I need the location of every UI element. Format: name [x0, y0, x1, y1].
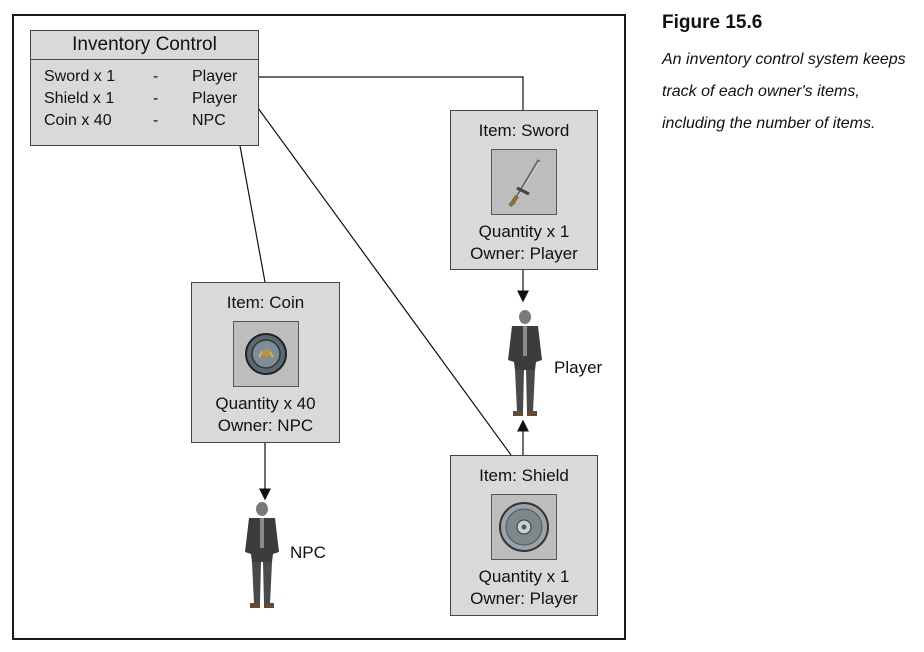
- inventory-item: Shield x 1: [44, 90, 115, 107]
- inventory-dash: -: [153, 90, 159, 107]
- inventory-row-shield: Shield x 1 - Player: [31, 88, 258, 110]
- inventory-item: Coin x 40: [44, 112, 112, 129]
- item-title: Item: Sword: [478, 121, 570, 140]
- player-figure-icon: [508, 310, 542, 416]
- item-quantity: Quantity x 1: [478, 567, 570, 586]
- inventory-item: Sword x 1: [44, 68, 116, 85]
- npc-label: NPC: [290, 543, 326, 562]
- figure-description: An inventory control system keeps track …: [662, 51, 906, 132]
- item-owner: Owner: NPC: [217, 416, 314, 435]
- inventory-title: Inventory Control: [31, 31, 258, 60]
- inventory-row-coin: Coin x 40 - NPC: [31, 110, 258, 132]
- item-box-coin: Item: Coin Quantity x 40 Owner: NPC: [191, 282, 340, 443]
- item-box-sword: Item: Sword Quantity x 1 Owner: Player: [450, 110, 598, 270]
- npc-figure-icon: [245, 502, 279, 608]
- item-owner: Owner: Player: [470, 244, 578, 263]
- inventory-owner: NPC: [192, 112, 226, 129]
- shield-icon: [491, 494, 557, 560]
- item-title: Item: Shield: [479, 466, 569, 485]
- item-owner: Owner: Player: [470, 589, 578, 608]
- inventory-control-box: Inventory Control Sword x 1 - Player Shi…: [30, 30, 259, 146]
- figure-title: Figure 15.6: [662, 12, 763, 33]
- coin-icon: [232, 321, 299, 387]
- inventory-row-sword: Sword x 1 - Player: [31, 66, 258, 88]
- player-label: Player: [554, 358, 603, 377]
- inventory-dash: -: [153, 68, 159, 85]
- item-quantity: Quantity x 40: [215, 394, 316, 413]
- inventory-owner: Player: [192, 90, 238, 107]
- item-quantity: Quantity x 1: [478, 222, 570, 241]
- sword-icon: [491, 149, 557, 215]
- item-title: Item: Coin: [226, 293, 305, 312]
- inventory-owner: Player: [192, 68, 238, 85]
- figure-caption: Figure 15.6 An inventory control system …: [662, 12, 912, 140]
- inventory-dash: -: [153, 112, 159, 129]
- item-box-shield: Item: Shield Quantity x 1 Owner: Player: [450, 455, 598, 616]
